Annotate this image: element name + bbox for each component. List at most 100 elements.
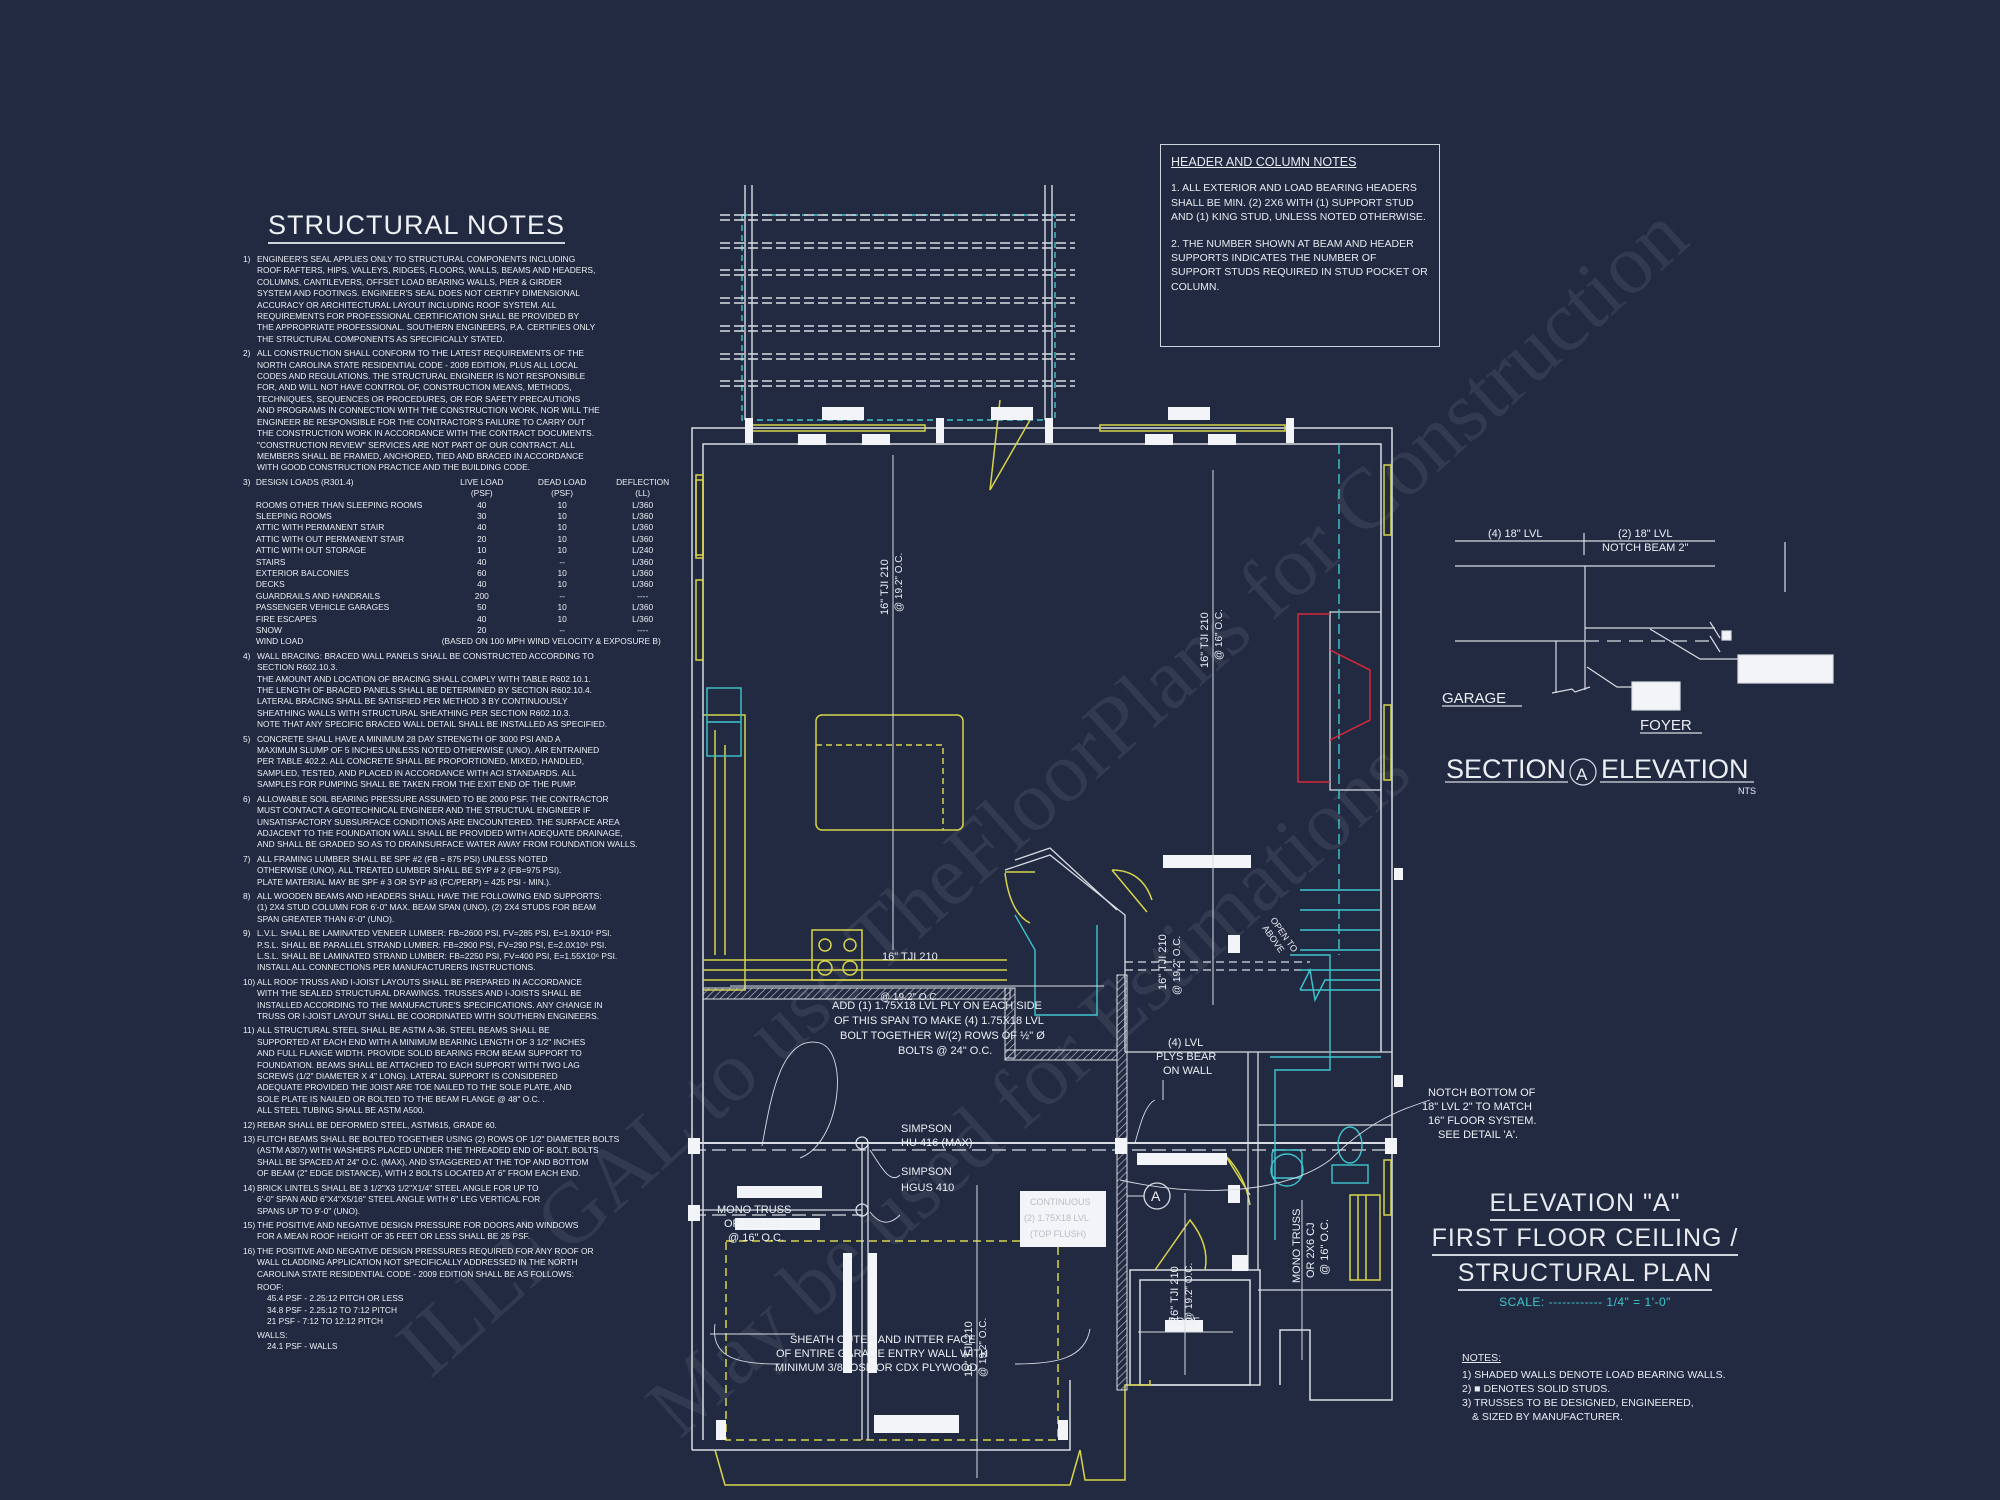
roof-label: ROOF bbox=[1168, 1316, 1200, 1328]
plan-linework bbox=[695, 579, 704, 661]
note-line: SIMPSON bbox=[901, 1123, 952, 1135]
note-line: 24.1 PSF - WALLS bbox=[267, 1340, 338, 1351]
note-line: ALLOWABLE SOIL BEARING PRESSURE ASSUMED … bbox=[257, 793, 609, 804]
live-load: 40 bbox=[477, 556, 487, 567]
pergola-outline bbox=[741, 214, 1056, 421]
note-line: OF BEAM (2" EDGE DISTANCE), WITH 2 BOLTS… bbox=[257, 1168, 581, 1179]
note-line: AND FULL FLANGE WIDTH. PROVIDE SOLID BEA… bbox=[257, 1048, 582, 1059]
note-line: 18" LVL 2" TO MATCH bbox=[1422, 1101, 1532, 1113]
note-text: ALL WOODEN BEAMS AND HEADERS SHALL HAVE … bbox=[257, 891, 602, 925]
joist-label: 16" TJI 210 bbox=[879, 559, 891, 615]
dead-load: 10 bbox=[557, 522, 567, 533]
note-line: OR 2x6 CJ bbox=[724, 1218, 780, 1230]
live-load: 10 bbox=[477, 545, 487, 556]
note-line: COLUMNS, CANTILEVERS, OFFSET LOAD BEARIN… bbox=[257, 276, 562, 287]
scale-dashes: ------------ bbox=[1548, 1295, 1603, 1309]
plan-linework bbox=[1721, 630, 1732, 641]
note-text: THE POSITIVE AND NEGATIVE DESIGN PRESSUR… bbox=[257, 1220, 578, 1243]
deflection: L/360 bbox=[632, 579, 654, 590]
plan-linework bbox=[843, 938, 857, 952]
note-12: 12)REBAR SHALL BE DEFORMED STEEL, ASTM61… bbox=[243, 1120, 683, 1131]
note-line: ENGINEER BE RESPONSIBLE FOR THE CONTRACT… bbox=[257, 416, 586, 427]
note-13: 13)FLITCH BEAMS SHALL BE BOLTED TOGETHER… bbox=[243, 1134, 683, 1180]
plan-linework bbox=[737, 1186, 822, 1198]
span-arrows bbox=[710, 455, 1303, 1478]
mono-truss-right-note: MONO TRUSS OR 2x6 CJ @ 16" O.C. bbox=[1291, 1209, 1331, 1283]
column-unit: (LL) bbox=[635, 488, 651, 499]
note-number: 6) bbox=[243, 793, 251, 804]
note-line: @ 16" O.C. bbox=[728, 1232, 784, 1244]
plan-linework bbox=[816, 744, 944, 830]
joist-spacing-label: @ 19.2" O.C. bbox=[1172, 936, 1183, 995]
dead-load: 10 bbox=[557, 510, 567, 521]
note-number: 16) bbox=[243, 1245, 256, 1256]
section-marker-a: A bbox=[1127, 1182, 1171, 1210]
live-load: 30 bbox=[477, 510, 487, 521]
plan-linework bbox=[936, 418, 944, 443]
dead-load: 10 bbox=[557, 499, 567, 510]
plys-bear-note: (4) LVL PLYS BEAR ON WALL bbox=[1156, 1037, 1216, 1077]
load-type: ATTIC WITH PERMANENT STAIR bbox=[255, 522, 385, 533]
note-line: FLITCH BEAMS SHALL BE BOLTED TOGETHER US… bbox=[257, 1134, 620, 1145]
note-line: CONCRETE SHALL HAVE A MINIMUM 28 DAY STR… bbox=[257, 733, 561, 744]
column-header: LIVE LOAD bbox=[460, 476, 504, 487]
beam-tags bbox=[735, 407, 1251, 1433]
plan-linework bbox=[1737, 654, 1834, 684]
note-text: ALLOWABLE SOIL BEARING PRESSURE ASSUMED … bbox=[257, 794, 638, 851]
note-text: ALL STRUCTURAL STEEL SHALL BE ASTM A-36.… bbox=[257, 1025, 585, 1116]
note-7: 7)ALL FRAMING LUMBER SHALL BE SPF #2 (Fb… bbox=[243, 854, 683, 888]
note-text: THE POSITIVE AND NEGATIVE DESIGN PRESSUR… bbox=[257, 1246, 594, 1280]
roof-pressure-label: ROOF: bbox=[257, 1281, 284, 1292]
title-line-3: STRUCTURAL PLAN bbox=[1457, 1258, 1713, 1291]
note-line: SHEATHING WALLS WITH STRUCTURAL SHEATHIN… bbox=[257, 707, 571, 718]
structural-notes-title: STRUCTURAL NOTES bbox=[268, 210, 566, 244]
load-type: STAIRS bbox=[255, 556, 286, 567]
deflection: L/360 bbox=[632, 556, 654, 567]
plan-linework bbox=[702, 443, 1382, 1440]
dead-load: -- bbox=[559, 625, 565, 635]
note-10: 10)ALL ROOF TRUSS AND I-JOIST LAYOUTS SH… bbox=[243, 977, 683, 1023]
live-load: 20 bbox=[477, 533, 487, 544]
note-line: CAROLINA STATE RESIDENTIAL CODE - 2009 E… bbox=[257, 1268, 574, 1279]
note-text: L.V.L. SHALL BE LAMINATED VENEER LUMBER:… bbox=[257, 928, 617, 974]
load-type: EXTERIOR BALCONIES bbox=[255, 567, 349, 578]
note-line: HU 416 (MAX) bbox=[901, 1137, 973, 1149]
note-text: FLITCH BEAMS SHALL BE BOLTED TOGETHER US… bbox=[257, 1134, 619, 1180]
note-line: (ASTM A307) WITH WASHERS PLACED UNDER TH… bbox=[257, 1145, 599, 1156]
note-line: SYSTEM AND FOOTINGS. ENGINEER'S SEAL DOE… bbox=[257, 288, 580, 299]
note-16: 16) THE POSITIVE AND NEGATIVE DESIGN PRE… bbox=[243, 1246, 683, 1353]
plan-linework bbox=[716, 1420, 726, 1440]
note-line: SCREWS (1/2" DIAMETER x 4" LONG). LATERA… bbox=[257, 1071, 558, 1082]
plan-notes: NOTES: 1) SHADED WALLS DENOTE LOAD BEARI… bbox=[1462, 1351, 1726, 1424]
note-line: SHEATH OUTER AND INTTER FACE bbox=[790, 1334, 976, 1346]
note-number: 15) bbox=[243, 1219, 256, 1230]
plan-linework bbox=[1228, 935, 1240, 953]
note-line: SPAN GREATER THAN 6'-0" (UNO). bbox=[257, 913, 395, 924]
plan-linework bbox=[1232, 1255, 1248, 1271]
note-6: 6) ALLOWABLE SOIL BEARING PRESSURE ASSUME… bbox=[243, 794, 683, 851]
header-note-2: 2. THE NUMBER SHOWN AT BEAM AND HEADER S… bbox=[1171, 237, 1428, 293]
plan-linework bbox=[695, 474, 704, 556]
note-line: CONTINUOUS bbox=[1030, 1197, 1091, 1207]
toilet bbox=[1337, 1126, 1363, 1164]
plan-linework bbox=[862, 434, 890, 445]
note-line: ACCURACY OR ARCHITECTURAL LAYOUT INCLUDI… bbox=[257, 299, 557, 310]
note-line: 45.4 PSF - 2.25:12 PITCH OR LESS bbox=[267, 1293, 404, 1304]
note-line: L.S.L. SHALL BE LAMINATED STRAND LUMBER:… bbox=[257, 950, 618, 961]
note-line: 6'-0" SPAN AND 6"x4"x5/16" STEEL ANGLE W… bbox=[257, 1194, 541, 1205]
plan-linework bbox=[1014, 1328, 1091, 1365]
note-number: 7) bbox=[243, 853, 251, 864]
plan-linework bbox=[688, 1205, 700, 1221]
plan-linework bbox=[1168, 407, 1210, 420]
note-line: ALL WOODEN BEAMS AND HEADERS SHALL HAVE … bbox=[257, 890, 602, 901]
solid-studs bbox=[688, 418, 1403, 1440]
joist-spacing-label: @ 16" O.C. bbox=[1214, 609, 1225, 660]
